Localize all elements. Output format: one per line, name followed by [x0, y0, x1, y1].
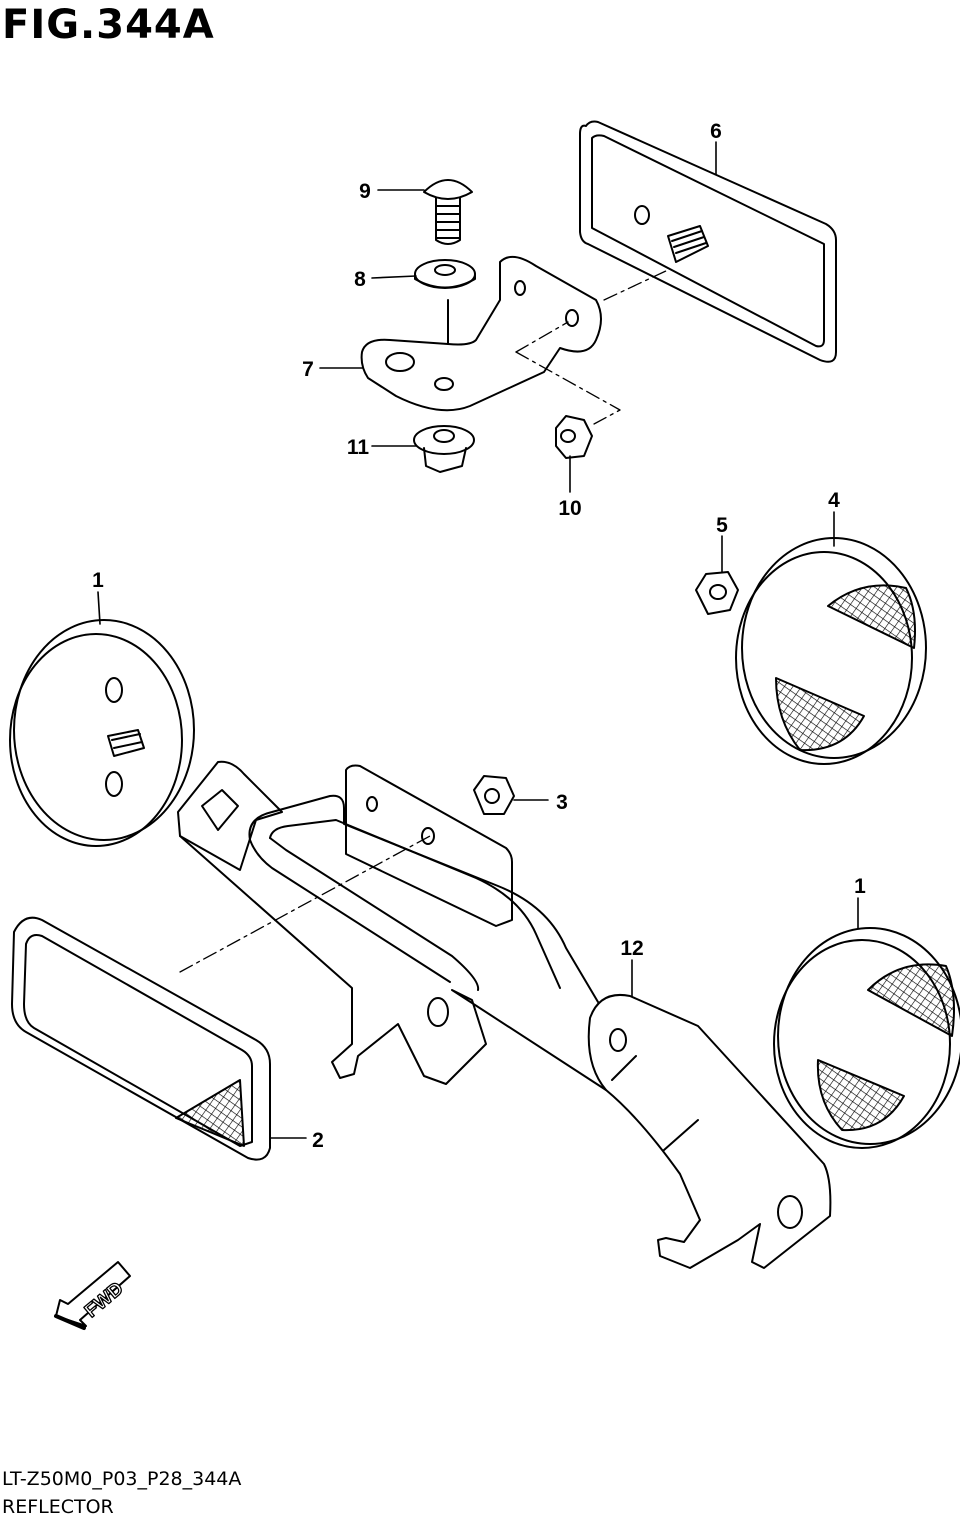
callout-3: 3: [556, 791, 568, 814]
callout-6: 6: [710, 120, 722, 143]
round-reflector-upper-right: [735, 537, 927, 765]
flange-nut-left: [413, 425, 475, 473]
leader-lines: [97, 141, 859, 1139]
round-reflector-left: [9, 619, 195, 847]
rect-reflector-top: [579, 120, 837, 363]
callout-12: 12: [620, 937, 643, 960]
callout-4: 4: [828, 489, 840, 512]
callout-1b: 1: [854, 875, 866, 898]
diagram-code: LT-Z50M0_P03_P28_344A: [2, 1468, 242, 1490]
callout-2: 2: [312, 1129, 324, 1152]
bracket: [360, 255, 602, 412]
washer: [414, 259, 476, 289]
callout-9: 9: [359, 180, 371, 203]
screw: [423, 179, 473, 245]
figure-title: FIG.344A: [2, 2, 215, 48]
callout-11: 11: [347, 436, 370, 459]
callout-7: 7: [302, 358, 314, 381]
rect-reflector-bottom: [11, 916, 271, 1161]
round-reflector-lower-right: [773, 927, 960, 1149]
fwd-arrow-icon: FWD: [54, 1261, 131, 1330]
callout-10: 10: [558, 497, 581, 520]
diagram-caption: REFLECTOR: [2, 1496, 114, 1518]
nut-small: [555, 415, 593, 459]
callout-5: 5: [716, 514, 728, 537]
center-lines: [179, 269, 669, 973]
nut-middle: [473, 775, 515, 815]
callout-8: 8: [354, 268, 366, 291]
callout-1: 1: [92, 569, 104, 592]
rear-support-frame: [177, 760, 832, 1269]
nut-right: [695, 571, 739, 615]
callout-numbers: 1 2 3 4 5 6 7 8 9 10 11 12 1: [92, 120, 866, 1152]
